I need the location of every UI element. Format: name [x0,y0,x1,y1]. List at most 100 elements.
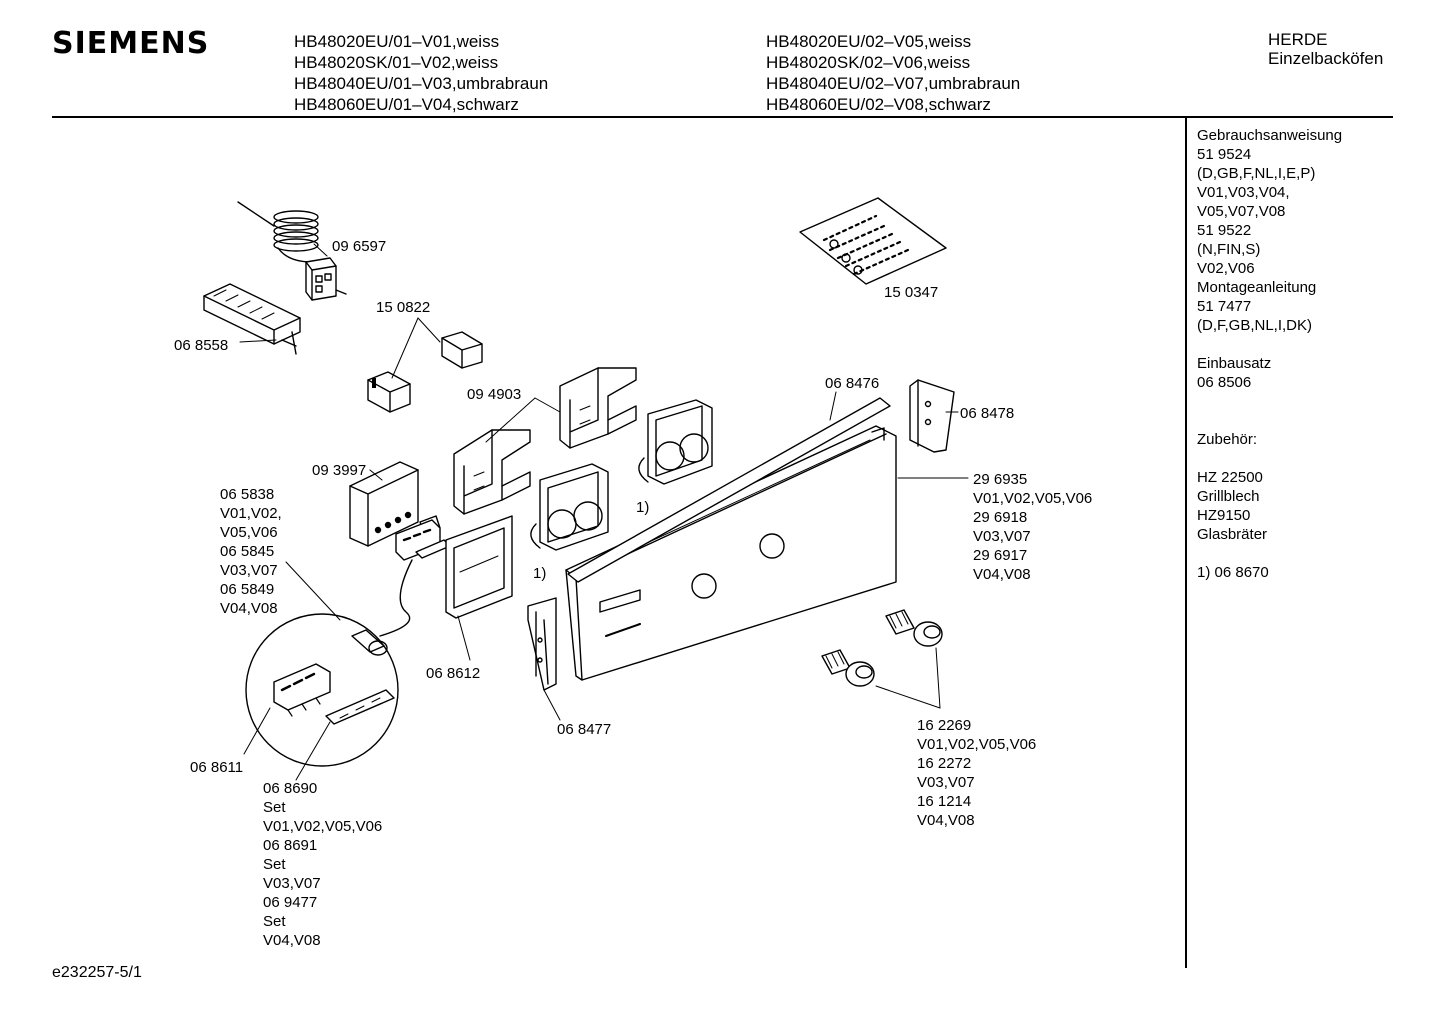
sidebar-notes: Gebrauchsanweisung 51 9524 (D,GB,F,NL,I,… [1197,126,1342,582]
leader-068558 [239,339,277,343]
label-line: 06 5838 [220,486,275,503]
sidebar-line: (D,F,GB,NL,I,DK) [1197,317,1313,334]
thermostat-part [305,257,347,301]
part-label-150822: 15 0822 [376,299,431,316]
label-line: 16 2269 [917,717,972,734]
label-line: 06 9477 [263,894,318,911]
model-entry: HB48060EU/01–V04,schwarz [294,95,519,114]
label-line: V01,V02, [220,505,282,522]
knob-frame-part-b [530,463,609,551]
part-label-068476: 06 8476 [825,375,880,392]
control-knob-part-b [821,649,875,687]
leader-068476 [829,391,837,421]
sidebar-line: Montageanleitung [1197,279,1317,296]
sidebar-line: V02,V06 [1197,260,1255,277]
note-marker: 1) [636,499,650,516]
category-title: HERDE [1268,30,1328,49]
model-entry: HB48060EU/02–V08,schwarz [766,95,991,114]
model-list-left: HB48020EU/01–V01,weiss HB48020SK/01–V02,… [294,31,548,115]
trim-strip-part [567,397,891,583]
leader-068690 [295,721,331,781]
label-line: V04,V08 [220,600,278,617]
part-label-162269: 16 2269 V01,V02,V05,V06 16 2272 V03,V07 … [917,716,1036,830]
support-part [527,597,557,691]
sidebar-line: 51 7477 [1197,298,1252,315]
mounting-bracket-a [559,367,637,449]
part-label-096597: 09 6597 [332,238,387,255]
sidebar-line: Zubehör: [1197,431,1258,448]
part-label-068478: 06 8478 [960,405,1015,422]
label-line: Set [263,856,286,873]
sidebar-line: (D,GB,F,NL,I,E,P) [1197,165,1316,182]
model-entry: HB48040EU/01–V03,umbrabraun [294,74,549,93]
label-line: Set [263,799,286,816]
part-label-094903: 09 4903 [467,386,522,403]
part-label-068477: 06 8477 [557,721,612,738]
sidebar-line: 51 9524 [1197,146,1252,163]
leader-150822-a [417,317,441,343]
exploded-view-drawing [203,197,969,781]
leader-068477 [543,689,561,721]
part-label-296935: 29 6935 V01,V02,V05,V06 29 6918 V03,V07 … [973,470,1092,584]
thermostat-capillary [237,201,319,263]
label-line: V01,V02,V05,V06 [263,818,383,835]
label-line: 06 8690 [263,780,318,797]
sidebar-line: HZ9150 [1197,507,1251,524]
sidebar-line: Glasbräter [1197,526,1268,543]
model-entry: HB48020SK/02–V06,weiss [766,53,971,72]
part-label-068558: 06 8558 [174,337,229,354]
leader-068611 [243,707,271,755]
label-line: 16 1214 [917,793,972,810]
label-line: V04,V08 [917,812,975,829]
model-list-right: HB48020EU/02–V05,weiss HB48020SK/02–V06,… [766,31,1020,115]
category-block: HERDE Einzelbacköfen [1268,30,1383,68]
sidebar-line: V01,V03,V04, [1197,184,1290,201]
control-knob-part-a [885,609,943,647]
sidebar-line [1197,335,1342,354]
sidebar-line: Einbausatz [1197,355,1272,372]
leader-096597 [313,243,328,257]
part-label-068612: 06 8612 [426,665,481,682]
sidebar-line [1197,411,1342,430]
leader-162269-b [935,647,941,709]
knob-frame-part-a [638,399,713,485]
mounting-bracket-b [453,429,531,515]
label-line: V05,V06 [220,524,278,541]
detail-circle [245,613,399,767]
side-bracket-part [909,379,955,453]
sidebar-line: Gebrauchsanweisung [1197,127,1343,144]
label-line: V03,V07 [263,875,321,892]
sidebar-line [1197,392,1342,411]
model-entry: HB48020EU/01–V01,weiss [294,32,500,51]
model-entry: HB48020EU/02–V05,weiss [766,32,972,51]
sidebar-line: 1) 06 8670 [1197,564,1269,581]
screw-bag-part [799,197,947,285]
leader-068612 [457,615,471,661]
model-entry: HB48020SK/01–V02,weiss [294,53,499,72]
category-subtitle: Einzelbacköfen [1268,49,1384,68]
selector-switch-part [203,283,301,355]
label-line: 06 8691 [263,837,318,854]
label-line: 16 2272 [917,755,972,772]
label-line: Set [263,913,286,930]
part-label-093997: 09 3997 [312,462,367,479]
label-line: V03,V07 [973,528,1031,545]
label-line: 29 6918 [973,509,1028,526]
leader-093997 [369,469,383,481]
leader-162269-a [875,685,941,709]
label-line: 06 5849 [220,581,275,598]
lamp-part-b [367,371,411,413]
label-line: 29 6917 [973,547,1028,564]
leader-065838 [285,561,341,621]
leader-094903-b [485,397,536,443]
label-line: 06 5845 [220,543,275,560]
label-line: V04,V08 [973,566,1031,583]
part-label-150347: 15 0347 [884,284,939,301]
leader-094903-a [534,397,561,413]
document-id: e232257-5/1 [52,964,142,981]
sidebar-line: (N,FIN,S) [1197,241,1261,258]
sidebar-line [1197,544,1342,563]
label-line: V01,V02,V05,V06 [973,490,1093,507]
note-marker: 1) [533,565,547,582]
label-line: 29 6935 [973,471,1028,488]
